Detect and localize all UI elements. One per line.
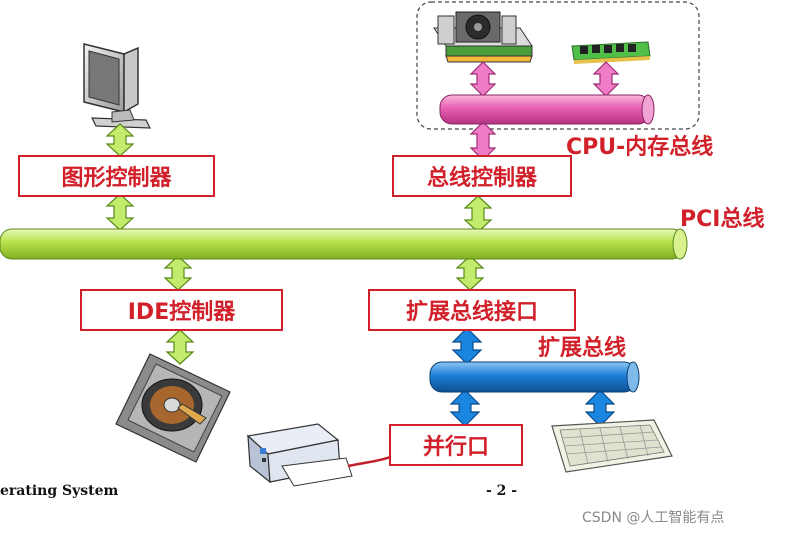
cpu-chip-icon — [433, 11, 533, 63]
pci-bus-label: PCI总线 — [680, 207, 765, 232]
parallel-port-box: 并行口 — [389, 424, 523, 466]
footer-title: erating System — [0, 483, 119, 499]
watermark: CSDN @人工智能有点 — [582, 510, 725, 526]
graphics-controller-box: 图形控制器 — [18, 155, 215, 197]
expansion-bus — [429, 361, 640, 393]
pci-arrows — [105, 123, 493, 365]
cpu-memory-group-frame — [416, 1, 700, 130]
hard-disk-icon — [115, 353, 231, 463]
pci-bus — [0, 228, 688, 260]
monitor-icon — [83, 43, 151, 129]
footer-page-number: - 2 - — [486, 483, 518, 499]
cpu-memory-bus — [439, 94, 655, 125]
expansion-bus-arrows — [449, 327, 616, 427]
keyboard-icon — [551, 419, 673, 473]
expansion-interface-box: 扩展总线接口 — [368, 289, 576, 331]
cpu-memory-bus-label: CPU-内存总线 — [566, 135, 714, 160]
ide-controller-box: IDE控制器 — [80, 289, 283, 331]
memory-stick-icon — [571, 41, 651, 64]
printer-icon — [246, 423, 353, 487]
expansion-bus-label: 扩展总线 — [538, 336, 627, 361]
bus-controller-box: 总线控制器 — [392, 155, 572, 197]
